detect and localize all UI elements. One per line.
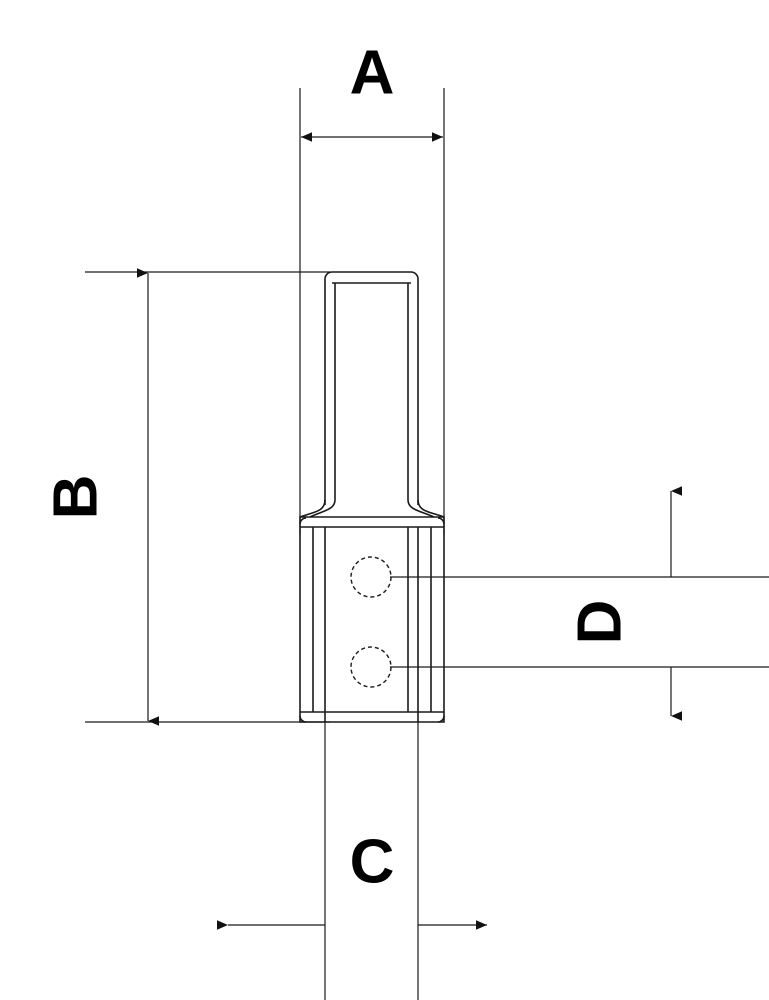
- tube-outer-left: [324, 271, 419, 505]
- base-corner-tr: [437, 517, 445, 525]
- hidden-holes: [350, 556, 392, 688]
- fillet-right: [417, 499, 445, 518]
- base-corner-tl: [299, 517, 307, 525]
- dimension-label-d: D: [565, 600, 634, 645]
- dimension-label-a: A: [350, 38, 395, 107]
- dimension-lines: [129, 132, 690, 930]
- upper-hole: [350, 556, 392, 598]
- base-corner-bl: [299, 715, 307, 723]
- fillet-left: [299, 499, 326, 518]
- part-outline: [299, 271, 445, 723]
- extension-lines: [85, 88, 769, 1000]
- base-corner-br: [437, 715, 445, 723]
- base-outline: [299, 516, 445, 723]
- dimension-label-c: C: [350, 827, 395, 896]
- lower-hole: [350, 646, 392, 688]
- fillet-left-inner: [309, 499, 336, 518]
- fillet-right-inner: [407, 499, 435, 518]
- dimension-label-b: B: [41, 475, 110, 520]
